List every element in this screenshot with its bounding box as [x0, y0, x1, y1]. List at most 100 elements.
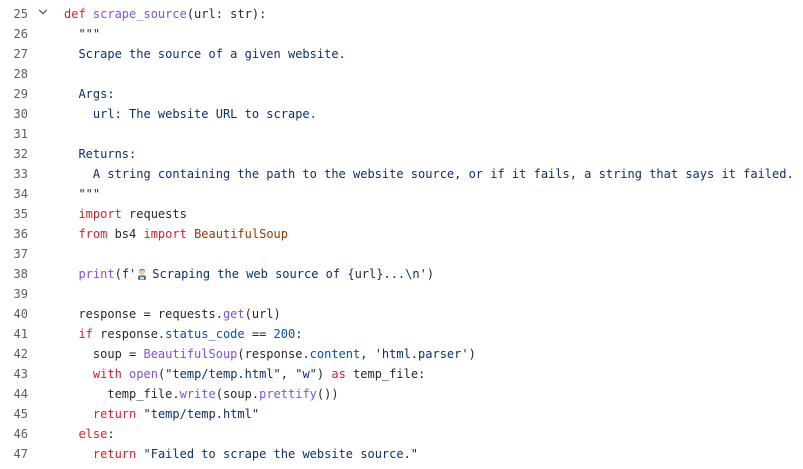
- code-text: from bs4 import BeautifulSoup: [64, 224, 288, 244]
- indent: [64, 107, 93, 121]
- code-line: 36 from bs4 import BeautifulSoup: [0, 224, 803, 244]
- code-line: 41 if response.status_code == 200:: [0, 324, 803, 344]
- code-text: return "Failed to scrape the website sou…: [64, 444, 418, 464]
- code-line: 39: [0, 284, 803, 304]
- indent: [64, 347, 93, 361]
- line-number: 45: [13, 407, 28, 421]
- code-token: else: [78, 427, 108, 441]
- code-token: [122, 367, 129, 381]
- line-number: 37: [13, 247, 28, 261]
- code-line: 44 temp_file.write(soup.prettify()): [0, 384, 803, 404]
- chevron-down-icon[interactable]: [36, 4, 50, 24]
- code-token: import: [78, 207, 122, 221]
- line-number: 31: [13, 127, 28, 141]
- code-token: (: [157, 367, 166, 381]
- code-text: import requests: [64, 204, 187, 224]
- code-token: """: [78, 187, 101, 201]
- code-token: requests: [121, 207, 187, 221]
- code-token: from: [78, 227, 108, 241]
- code-line: 28: [0, 64, 803, 84]
- code-line: 37: [0, 244, 803, 264]
- code-line: 45 return "temp/temp.html": [0, 404, 803, 424]
- line-number: 42: [13, 347, 28, 361]
- code-token: return: [92, 447, 137, 461]
- code-text: Args:: [64, 84, 115, 104]
- code-token: response = requests.: [78, 307, 223, 321]
- code-token: "temp/temp.html": [143, 407, 260, 421]
- line-number: 34: [13, 187, 28, 201]
- code-token: ): [468, 347, 476, 361]
- indent: [64, 47, 78, 61]
- line-number: 38: [13, 267, 28, 281]
- code-token: scrape_source: [92, 7, 187, 21]
- code-text: temp_file.write(soup.prettify()): [64, 384, 339, 404]
- code-token: url: The website URL to scrape.: [92, 107, 317, 121]
- code-text: Scrape the source of a given website.: [64, 44, 345, 64]
- code-token: ,: [280, 367, 296, 381]
- line-number: 26: [13, 27, 28, 41]
- line-number: 44: [13, 387, 28, 401]
- code-line: 33 A string containing the path to the w…: [0, 164, 803, 184]
- line-number: 36: [13, 227, 28, 241]
- indent: [64, 27, 78, 41]
- line-number: 27: [13, 47, 28, 61]
- code-token: ,: [360, 347, 375, 361]
- code-line: 27 Scrape the source of a given website.: [0, 44, 803, 64]
- code-text: """: [64, 184, 100, 204]
- code-text: soup = BeautifulSoup(response.content, '…: [64, 344, 476, 364]
- code-token: as: [331, 367, 346, 381]
- code-line: 30 url: The website URL to scrape.: [0, 104, 803, 124]
- technologist-emoji-icon: [136, 266, 148, 280]
- code-token: [136, 447, 143, 461]
- code-token: 200: [273, 327, 296, 341]
- code-line: 40 response = requests.get(url): [0, 304, 803, 324]
- indent: [64, 227, 78, 241]
- code-token: 'html.parser': [374, 347, 469, 361]
- code-token: ()): [316, 387, 339, 401]
- code-line: 31: [0, 124, 803, 144]
- indent: [64, 367, 93, 381]
- code-token: "temp/temp.html": [165, 367, 281, 381]
- code-token: A string containing the path to the webs…: [92, 167, 794, 181]
- code-text: response = requests.get(url): [64, 304, 281, 324]
- code-token: if: [78, 327, 93, 341]
- code-token: :: [295, 327, 303, 341]
- line-number: 39: [13, 287, 28, 301]
- code-token: get: [222, 307, 245, 321]
- line-number: 35: [13, 207, 28, 221]
- line-number: 40: [13, 307, 28, 321]
- code-token: Args:: [78, 87, 115, 101]
- code-token: response.: [92, 327, 166, 341]
- indent: [64, 307, 78, 321]
- code-token: BeautifulSoup: [143, 347, 238, 361]
- code-token: :: [107, 427, 115, 441]
- code-line: 47 return "Failed to scrape the website …: [0, 444, 803, 464]
- code-line: 42 soup = BeautifulSoup(response.content…: [0, 344, 803, 364]
- code-token: ): [426, 267, 435, 281]
- code-token: {url}: [347, 267, 384, 281]
- code-line: 35 import requests: [0, 204, 803, 224]
- code-token: soup =: [92, 347, 144, 361]
- code-text: print(f'Scraping the web source of {url}…: [64, 264, 434, 284]
- code-text: Returns:: [64, 144, 136, 164]
- line-number: 29: [13, 87, 28, 101]
- indent: [64, 167, 93, 181]
- code-token: Returns:: [78, 147, 137, 161]
- code-token: ): [316, 367, 332, 381]
- code-text: return "temp/temp.html": [64, 404, 259, 424]
- code-token: ==: [244, 327, 274, 341]
- indent: [64, 427, 78, 441]
- code-token: (response.: [237, 347, 310, 361]
- code-line: 46 else:: [0, 424, 803, 444]
- code-token: (url): [244, 307, 281, 321]
- line-number: 43: [13, 367, 28, 381]
- code-line: 29 Args:: [0, 84, 803, 104]
- code-token: print: [78, 267, 115, 281]
- line-number: 46: [13, 427, 28, 441]
- code-token: import: [143, 227, 187, 241]
- indent: [64, 327, 78, 341]
- code-token: [187, 227, 194, 241]
- code-token: f': [121, 267, 137, 281]
- code-token: BeautifulSoup: [194, 227, 288, 241]
- code-token: """: [78, 27, 101, 41]
